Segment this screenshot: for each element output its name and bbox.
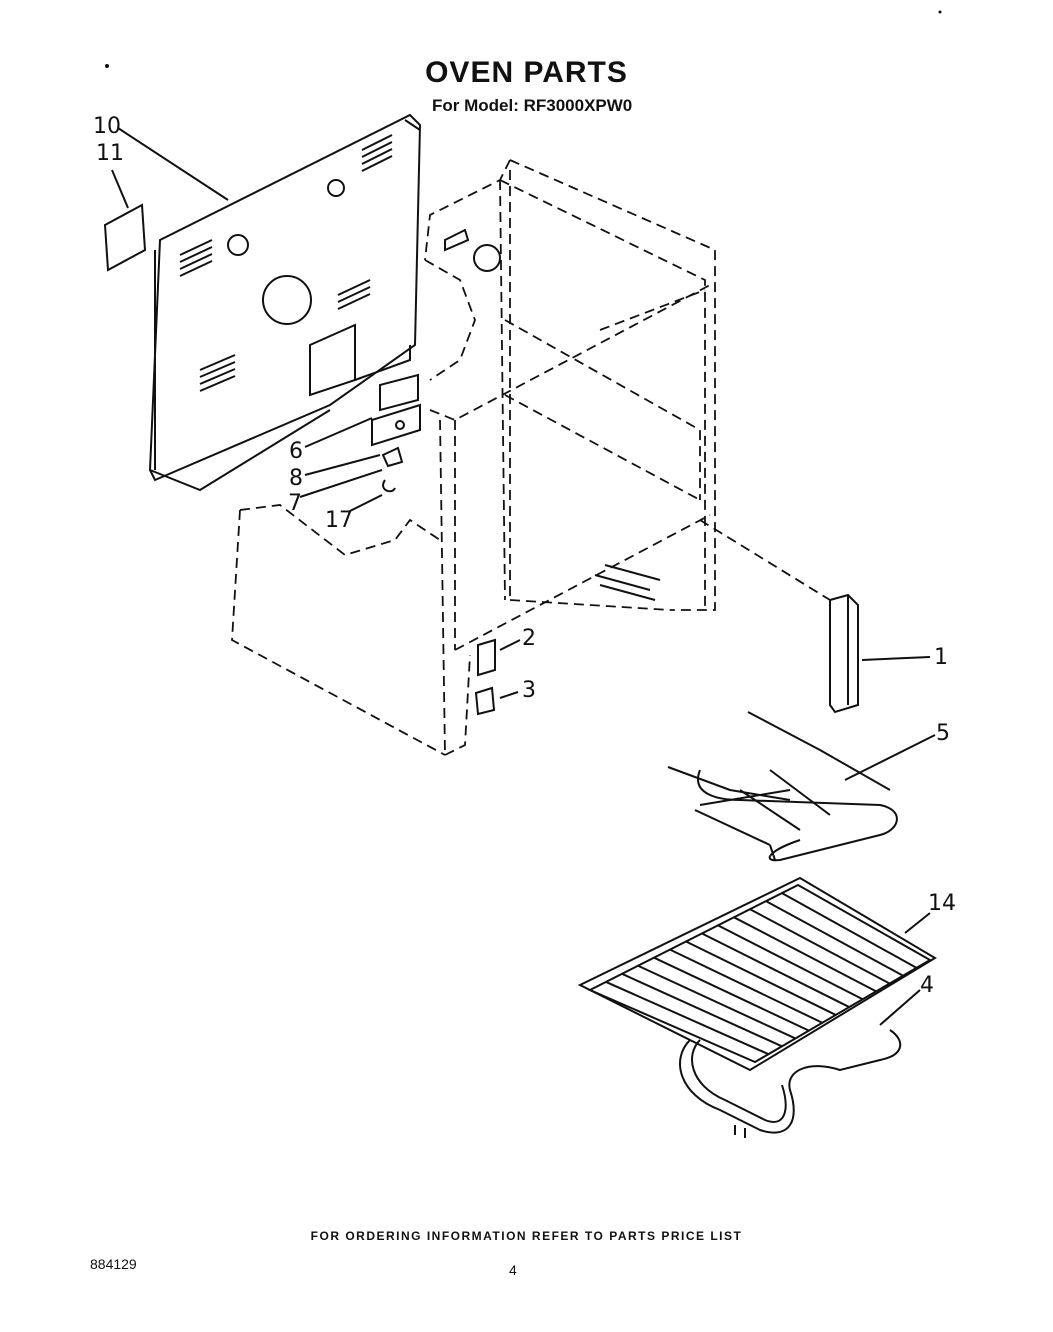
oven-cavity-outline bbox=[231, 159, 831, 756]
part-11-cover-plate bbox=[103, 203, 147, 272]
fan-opening bbox=[262, 275, 312, 325]
cavity-opening bbox=[473, 244, 501, 272]
callout-11: 11 bbox=[96, 141, 124, 166]
model-subtitle: For Model: RF3000XPW0 bbox=[432, 96, 633, 115]
rack-bar bbox=[685, 940, 837, 1016]
back-panel bbox=[148, 113, 422, 492]
rack-bar bbox=[605, 981, 769, 1056]
rack-bar bbox=[717, 924, 864, 1001]
vent-slots bbox=[179, 134, 393, 392]
callout-1: 1 bbox=[934, 645, 948, 670]
ordering-info-footer: FOR ORDERING INFORMATION REFER TO PARTS … bbox=[310, 1229, 743, 1243]
corner-mark bbox=[105, 64, 109, 68]
callout-10: 10 bbox=[93, 114, 121, 139]
part-4-bake-element bbox=[679, 1029, 902, 1138]
callout-17: 17 bbox=[325, 508, 353, 533]
part-8-clip bbox=[381, 446, 404, 468]
callout-14: 14 bbox=[928, 891, 956, 916]
rack-bar bbox=[749, 908, 891, 985]
rack-bar bbox=[637, 964, 796, 1040]
callout-4: 4 bbox=[920, 973, 934, 998]
rack-bar bbox=[733, 916, 877, 993]
leader-lines bbox=[111, 127, 936, 1026]
callout-6: 6 bbox=[289, 439, 303, 464]
part-17-spring bbox=[382, 479, 396, 493]
callout-8: 8 bbox=[289, 466, 303, 491]
part-14-oven-rack bbox=[577, 876, 937, 1072]
part-1-side-panel bbox=[829, 593, 859, 714]
callout-5: 5 bbox=[936, 721, 950, 746]
part-3-bracket bbox=[474, 686, 496, 716]
callout-3: 3 bbox=[522, 678, 536, 703]
rack-bar bbox=[621, 972, 783, 1048]
callout-2: 2 bbox=[522, 626, 536, 651]
callout-7: 7 bbox=[288, 491, 302, 516]
rack-bar bbox=[765, 900, 904, 977]
part-5-broil-element bbox=[667, 711, 898, 862]
rack-bar bbox=[781, 892, 918, 969]
page-number: 4 bbox=[509, 1262, 517, 1278]
part-6-block bbox=[371, 373, 421, 447]
rack-bar bbox=[669, 948, 823, 1024]
part-2-bracket bbox=[477, 638, 496, 677]
rack-bar bbox=[701, 932, 850, 1008]
rack-bar bbox=[653, 956, 810, 1032]
corner-mark bbox=[938, 10, 942, 14]
page-title: OVEN PARTS bbox=[425, 56, 628, 89]
document-number: 884129 bbox=[90, 1256, 137, 1272]
